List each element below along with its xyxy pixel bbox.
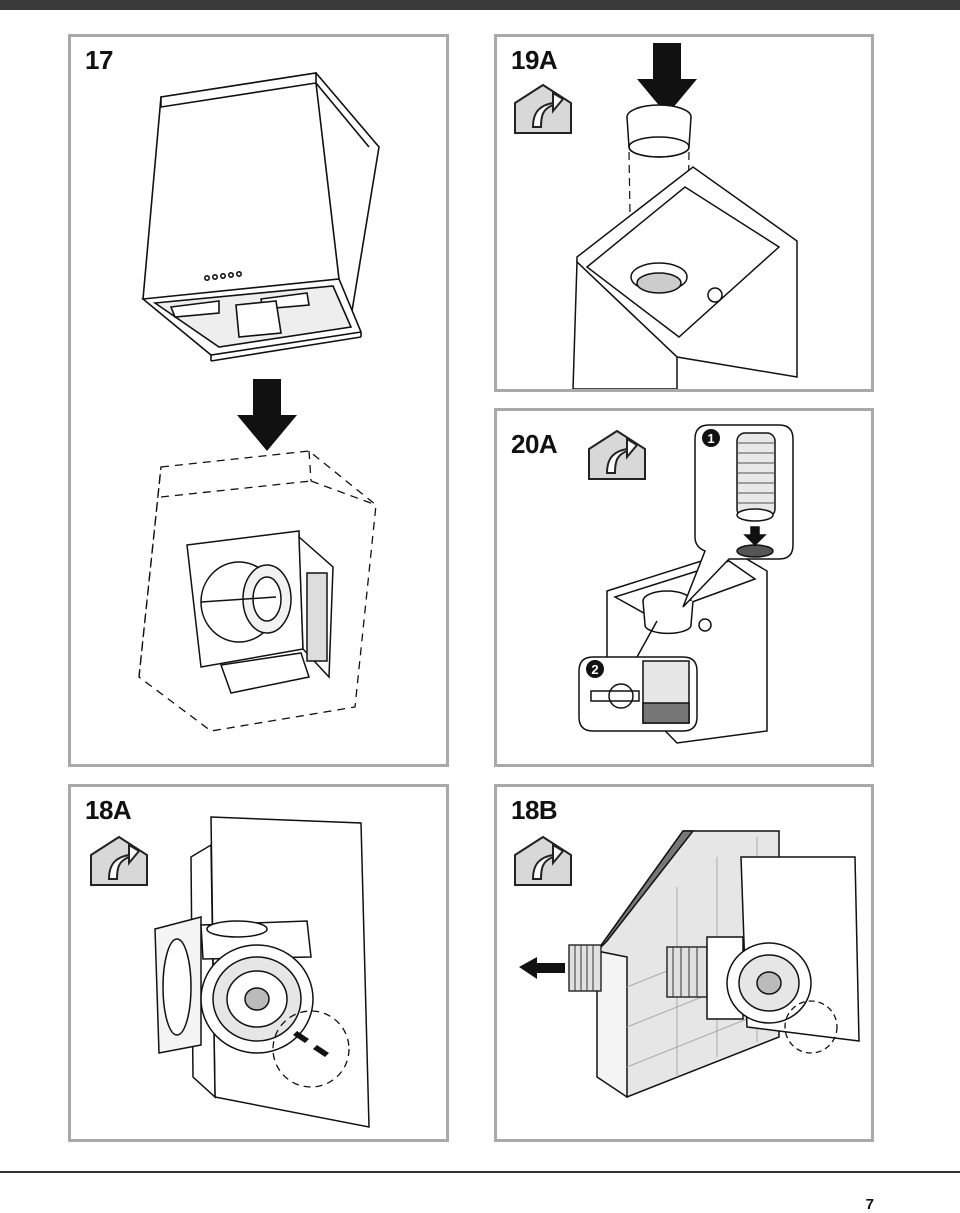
figure-label: 20A bbox=[511, 429, 558, 459]
figure-17-panel: 17 bbox=[68, 34, 449, 767]
step-2-badge bbox=[586, 660, 604, 678]
left-arrow-icon bbox=[519, 957, 565, 979]
down-arrow-icon bbox=[237, 379, 297, 451]
duct-connector-illustration bbox=[572, 43, 798, 389]
footer-rule bbox=[0, 1171, 960, 1173]
flexible-duct-illustration: 1 2 bbox=[578, 424, 794, 744]
wall-outlet-illustration bbox=[519, 830, 860, 1099]
figure-label: 18B bbox=[511, 795, 558, 825]
hood-motor-illustration bbox=[138, 72, 380, 732]
top-bar bbox=[0, 0, 960, 10]
step-1-number: 1 bbox=[707, 431, 714, 446]
step-2-number: 2 bbox=[591, 662, 598, 677]
figure-18a-panel: 18A bbox=[68, 784, 449, 1142]
down-arrow-icon bbox=[637, 43, 697, 115]
page-number: 7 bbox=[865, 1196, 874, 1213]
step-1-badge bbox=[702, 429, 720, 447]
down-arrow-icon bbox=[743, 526, 767, 547]
motor-wiring-illustration bbox=[154, 816, 370, 1128]
figure-label: 17 bbox=[85, 45, 113, 75]
figure-label: 19A bbox=[511, 45, 558, 75]
figure-19a-panel: 19A bbox=[494, 34, 874, 392]
figure-label: 18A bbox=[85, 795, 132, 825]
figure-20a-panel: 20A 1 2 bbox=[494, 408, 874, 767]
figure-18b-panel: 18B bbox=[494, 784, 874, 1142]
